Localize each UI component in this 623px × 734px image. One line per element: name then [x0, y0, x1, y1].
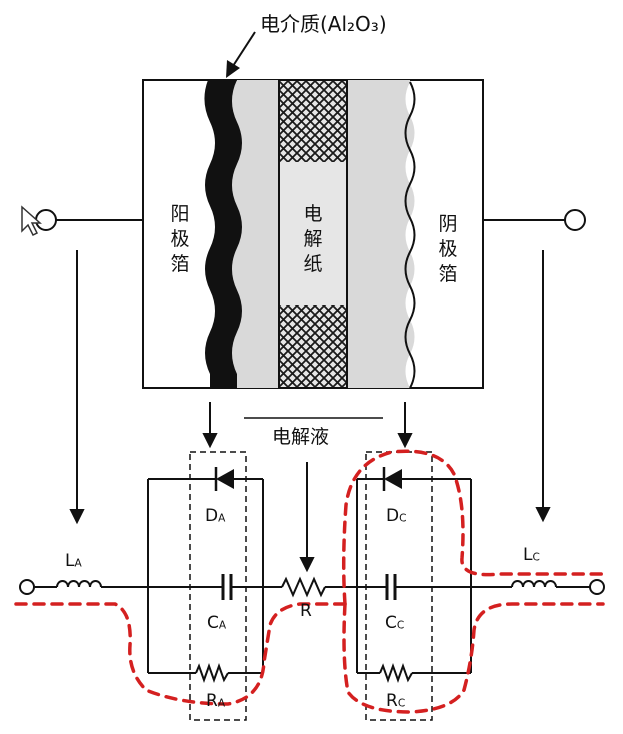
paper-char-2: 解 [303, 228, 323, 250]
inductor-la [56, 580, 102, 588]
la-sub: A [74, 557, 82, 570]
rc-main: R [386, 691, 398, 711]
electrolyte-label: 电解液 [272, 426, 330, 448]
da-label: DA [205, 508, 225, 525]
lc-main: L [523, 545, 533, 565]
anode-foil-char-2: 极 [170, 228, 190, 250]
dielectric-pointer-head [226, 60, 240, 78]
paper-hatch-bottom [280, 305, 346, 387]
ca-main: C [207, 613, 219, 633]
ra-label: RA [206, 693, 225, 710]
paper-label: 电 解 纸 [302, 202, 324, 277]
diode-dc [382, 467, 402, 491]
cathode-foil-char-1: 阴 [438, 213, 458, 235]
anode-foil-label: 阳 极 箔 [169, 202, 191, 277]
equivalent-circuit [19, 451, 605, 721]
cc-sub: C [396, 619, 405, 632]
resistor-r [281, 576, 326, 598]
dielectric-pointer-line [232, 31, 256, 67]
ra-main: R [206, 691, 218, 711]
electrolyte-region-left [232, 80, 279, 388]
cc-label: CC [385, 615, 404, 632]
la-main: L [65, 551, 75, 571]
current-path [14, 449, 605, 714]
rc-sub: C [397, 697, 406, 710]
lc-sub: C [532, 551, 540, 564]
diode-da [214, 467, 234, 491]
resistor-rc [379, 663, 413, 683]
current-path-loop-bottom [342, 602, 605, 714]
cathode-foil-line [404, 81, 416, 389]
cathode-foil-char-2: 极 [438, 238, 458, 260]
paper-hatch-top [280, 81, 346, 162]
dc-sub: C [399, 512, 407, 525]
electrolyte-region-right [347, 80, 415, 388]
cc-main: C [385, 613, 397, 633]
cathode-terminal [564, 209, 586, 231]
dc-label: DC [386, 508, 406, 525]
inductor-lc [511, 580, 557, 588]
cathode-foil-label: 阴 极 箔 [437, 212, 459, 287]
current-path-loop-right [341, 449, 605, 606]
la-label: LA [65, 553, 82, 570]
ca-label: CA [207, 615, 226, 632]
ca-sub: A [218, 619, 227, 632]
paper-char-1: 电 [303, 203, 323, 225]
lc-label: LC [523, 547, 540, 564]
da-main: D [205, 506, 219, 526]
r-label: R [300, 601, 312, 621]
cathode-foil-char-3: 箔 [438, 263, 458, 285]
mapping-arrows [69, 250, 551, 573]
dielectric-label: 电介质(Al₂O₃) [260, 12, 387, 36]
dielectric-layer [204, 80, 242, 388]
paper-char-3: 纸 [303, 253, 323, 275]
anode-foil-char-1: 阳 [170, 203, 190, 225]
resistor-ra [195, 663, 229, 683]
rc-label: RC [386, 693, 405, 710]
dc-main: D [386, 506, 400, 526]
current-path-loop-left [14, 602, 347, 706]
ra-sub: A [217, 697, 226, 710]
anode-foil-char-3: 箔 [170, 253, 190, 275]
da-sub: A [218, 512, 226, 525]
mouse-pointer-icon [21, 205, 42, 237]
anode-terminal [35, 209, 57, 231]
